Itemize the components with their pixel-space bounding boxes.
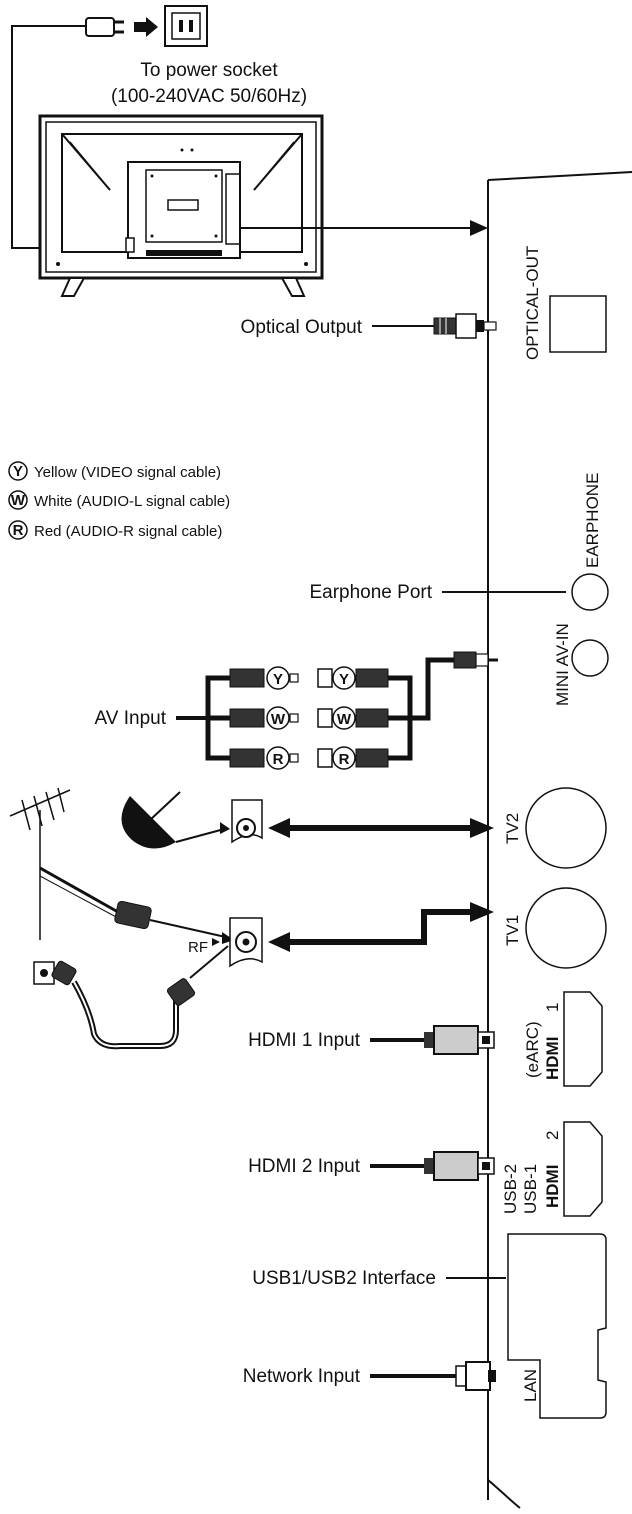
wall-plate-icon — [33, 945, 229, 1050]
mini-av-in-port: MINI AV-IN — [553, 623, 609, 706]
hdmi2-input-callout: HDMI 2 Input — [248, 1156, 361, 1177]
svg-text:Y: Y — [273, 671, 283, 688]
power-label-line2: (100-240VAC 50/60Hz) — [111, 86, 307, 107]
satellite-dish-icon — [121, 791, 230, 849]
svg-text:W: W — [337, 711, 352, 728]
tv2-port: TV2 — [503, 787, 607, 869]
svg-text:R: R — [339, 751, 350, 768]
usb1-label: USB-1 — [521, 1164, 540, 1214]
legend-yellow: Yellow (VIDEO signal cable) — [34, 464, 221, 481]
power-label-line1: To power socket — [140, 60, 278, 81]
optical-out-label: OPTICAL-OUT — [523, 246, 542, 360]
svg-text:Y: Y — [339, 671, 349, 688]
earc-label: (eARC) — [523, 1021, 542, 1078]
rca-r-left-icon — [266, 746, 290, 770]
color-legend: Y Yellow (VIDEO signal cable) W White (A… — [8, 461, 230, 540]
legend-white: White (AUDIO-L signal cable) — [34, 493, 230, 510]
side-panel — [487, 171, 632, 1509]
svg-text:W: W — [11, 492, 26, 509]
tv2-label: TV2 — [503, 813, 522, 844]
power-plug-icon — [85, 17, 115, 37]
rca-w-right-icon — [332, 706, 356, 730]
hdmi2-port: HDMI 2 USB-2 USB-1 — [501, 1121, 603, 1217]
rf-label: RF — [188, 939, 208, 956]
rf-cable — [39, 866, 234, 944]
tv2-arrow — [268, 818, 494, 838]
svg-text:R: R — [273, 751, 284, 768]
hdmi2-number: 2 — [543, 1131, 562, 1140]
av-input-callout: AV Input — [95, 708, 167, 729]
antenna-icon — [9, 787, 71, 940]
rca-y-left-icon — [266, 666, 290, 690]
legend-y-icon — [8, 461, 28, 481]
hdmi2-cable: HDMI 2 Input — [248, 1151, 495, 1181]
optical-output-callout: Optical Output — [241, 317, 363, 338]
mini-av-in-label: MINI AV-IN — [553, 623, 572, 706]
hdmi1-input-callout: HDMI 1 Input — [248, 1030, 361, 1051]
earphone-label: EARPHONE — [583, 473, 602, 568]
hdmi1-number: 1 — [543, 1003, 562, 1012]
arrow-right-icon — [470, 220, 488, 236]
hdmi-logo: HDMI — [543, 1037, 562, 1080]
rca-r-right-icon — [332, 746, 356, 770]
hdmi1-cable: HDMI 1 Input — [248, 1025, 495, 1055]
av-cable: AV Input Y Y W W R R — [95, 651, 498, 770]
optical-out-port: OPTICAL-OUT — [523, 246, 607, 360]
tv2-wall-outlet — [231, 799, 263, 844]
lan-label: LAN — [521, 1369, 540, 1402]
network-input-callout: Network Input — [243, 1366, 361, 1387]
earphone-port-callout: Earphone Port — [309, 582, 432, 603]
svg-text:Y: Y — [13, 463, 23, 480]
svg-text:R: R — [13, 522, 24, 539]
tv-back-illustration — [38, 114, 324, 297]
usb2-label: USB-2 — [501, 1164, 520, 1214]
power-section: To power socket (100-240VAC 50/60Hz) — [11, 5, 307, 249]
tv1-wall-outlet: RF — [188, 917, 263, 968]
tv1-label: TV1 — [503, 915, 522, 946]
legend-red: Red (AUDIO-R signal cable) — [34, 523, 222, 540]
usb-interface-callout: USB1/USB2 Interface — [252, 1268, 436, 1289]
usb-port-area: USB1/USB2 Interface — [252, 1233, 607, 1419]
legend-w-icon — [8, 490, 28, 510]
legend-r-icon — [8, 520, 28, 540]
tv1-port: TV1 — [503, 887, 607, 969]
optical-cable: Optical Output — [241, 313, 497, 339]
lan-cable: Network Input — [243, 1361, 496, 1391]
earphone-port: EARPHONE Earphone Port — [309, 473, 609, 611]
tv1-arrow — [268, 902, 494, 952]
rca-y-right-icon — [332, 666, 356, 690]
lan-port: LAN — [521, 1369, 540, 1402]
arrow-right-icon — [134, 17, 158, 37]
hdmi1-port: (eARC) HDMI 1 — [523, 991, 603, 1087]
hdmi-logo: HDMI — [543, 1165, 562, 1208]
rca-w-left-icon — [266, 706, 290, 730]
svg-text:W: W — [271, 711, 286, 728]
